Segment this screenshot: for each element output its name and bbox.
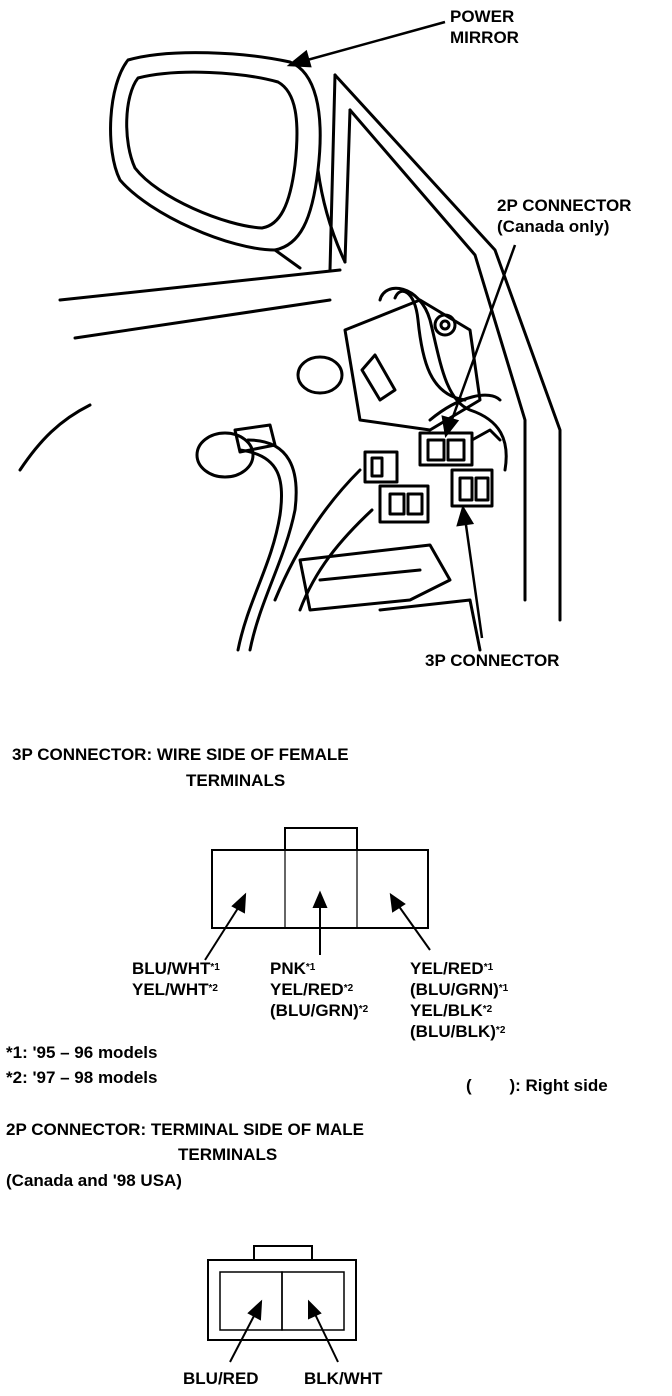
illustration-2p-connector (418, 428, 502, 467)
conn3p-right-wire-label: YEL/RED*1 (BLU/GRN)*1 YEL/BLK*2 (BLU/BLK… (410, 958, 508, 1042)
wire-color: (BLU/GRN) (270, 1001, 359, 1020)
conn3p-middle-wire-label: PNK*1 YEL/RED*2 (BLU/GRN)*2 (270, 958, 368, 1021)
conn2p-left-arrow (229, 1311, 257, 1363)
conn3p-left-wire-label: BLU/WHT*1 YEL/WHT*2 (132, 958, 220, 1000)
wire-color: BLU/WHT (132, 959, 211, 978)
power-mirror-leader (299, 20, 446, 64)
conn2p-illustration-label: 2P CONNECTOR (Canada only) (497, 195, 631, 237)
power-mirror-label-line1: POWER (450, 7, 515, 26)
footnote-ref: *2 (343, 983, 354, 994)
conn3p-heading-line2: TERMINALS (186, 771, 286, 790)
wire-color: YEL/RED (270, 980, 344, 999)
wire-color: YEL/BLK (410, 1001, 483, 1020)
wire-color: (BLU/GRN) (410, 980, 499, 999)
door-window-frame (333, 73, 562, 622)
conn2p-label-line1: 2P CONNECTOR (497, 196, 632, 215)
conn2p-label-line2: (Canada only) (497, 217, 610, 236)
conn3p-illustration-label: 3P CONNECTOR (425, 651, 560, 670)
wire-color: YEL/WHT (132, 980, 209, 999)
conn2p-leader (448, 244, 517, 426)
conn2p-left-wire-label: BLU/RED (183, 1369, 259, 1388)
footnote-ref: *1 (210, 962, 220, 973)
illustration-3p-connector (450, 468, 494, 508)
wire-harness (378, 286, 508, 472)
conn2p-right-arrow (313, 1311, 339, 1363)
conn2p-right-wire-label: BLK/WHT (304, 1369, 383, 1388)
conn2p-terminal-right (281, 1271, 345, 1331)
conn3p-body (211, 849, 429, 929)
power-mirror-label-line2: MIRROR (450, 28, 519, 47)
footnote-ref: *1 (498, 983, 509, 994)
footnote-ref: *2 (358, 1004, 369, 1015)
footnote-ref: *1 (305, 962, 316, 973)
right-side-note: ( ): Right side (466, 1076, 608, 1095)
conn2p-terminal-left (219, 1271, 283, 1331)
conn3p-leader (463, 517, 484, 639)
conn3p-latch (284, 827, 358, 851)
wire-color: YEL/RED (410, 959, 484, 978)
wire-color: (BLU/BLK) (410, 1022, 496, 1041)
conn2p-latch (253, 1245, 313, 1261)
footnote-1: *1: '95 – 96 models (6, 1043, 158, 1062)
mirror-illustration (18, 20, 562, 652)
footnote-2: *2: '97 – 98 models (6, 1068, 158, 1087)
conn2p-heading-line1: 2P CONNECTOR: TERMINAL SIDE OF MALE (6, 1120, 364, 1139)
footnote-ref: *2 (495, 1025, 506, 1036)
footnote-ref: *2 (208, 983, 218, 994)
conn2p-body (207, 1259, 357, 1341)
footnote-ref: *2 (482, 1004, 493, 1015)
conn2p-heading-line3: (Canada and '98 USA) (6, 1171, 182, 1190)
conn2p-heading-line2: TERMINALS (178, 1145, 278, 1164)
conn3p-left-arrow (204, 904, 241, 961)
conn3p-right-arrow (397, 904, 431, 951)
power-mirror-housing (109, 51, 347, 270)
wire-color: PNK (270, 959, 306, 978)
footnote-ref: *1 (483, 962, 494, 973)
conn3p-heading-line1: 3P CONNECTOR: WIRE SIDE OF FEMALE (12, 745, 349, 764)
power-mirror-label: POWER MIRROR (450, 6, 519, 48)
